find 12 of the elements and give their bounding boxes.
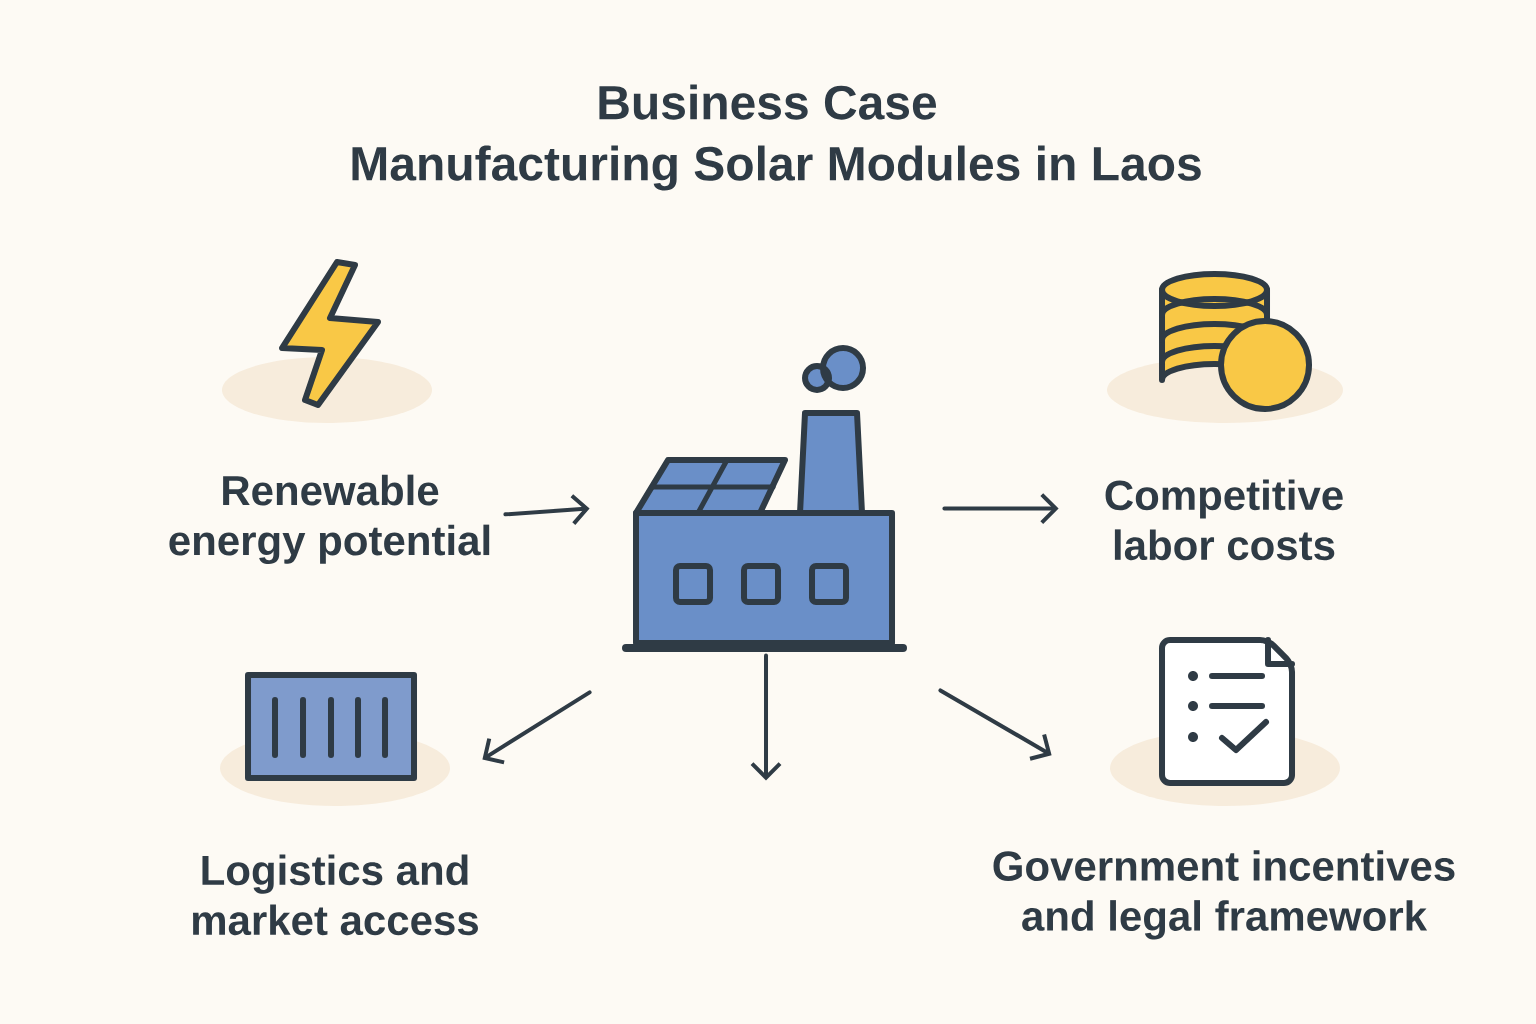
label-text: Renewable energy potential	[169, 474, 490, 564]
title: Business Case	[599, 84, 937, 120]
arrow	[503, 494, 590, 525]
arrow	[942, 493, 1059, 524]
label-text: Logistics and market access	[193, 854, 478, 936]
arrow	[482, 690, 592, 765]
label-text: Competitive labor costs	[1105, 479, 1343, 561]
label-text: Government incentives and legal framework	[993, 850, 1455, 940]
factory-drawing	[622, 345, 907, 652]
arrow	[750, 653, 782, 781]
arrow	[938, 688, 1052, 761]
subtitle: Manufacturing Solar Modules in Laos	[352, 145, 1201, 191]
